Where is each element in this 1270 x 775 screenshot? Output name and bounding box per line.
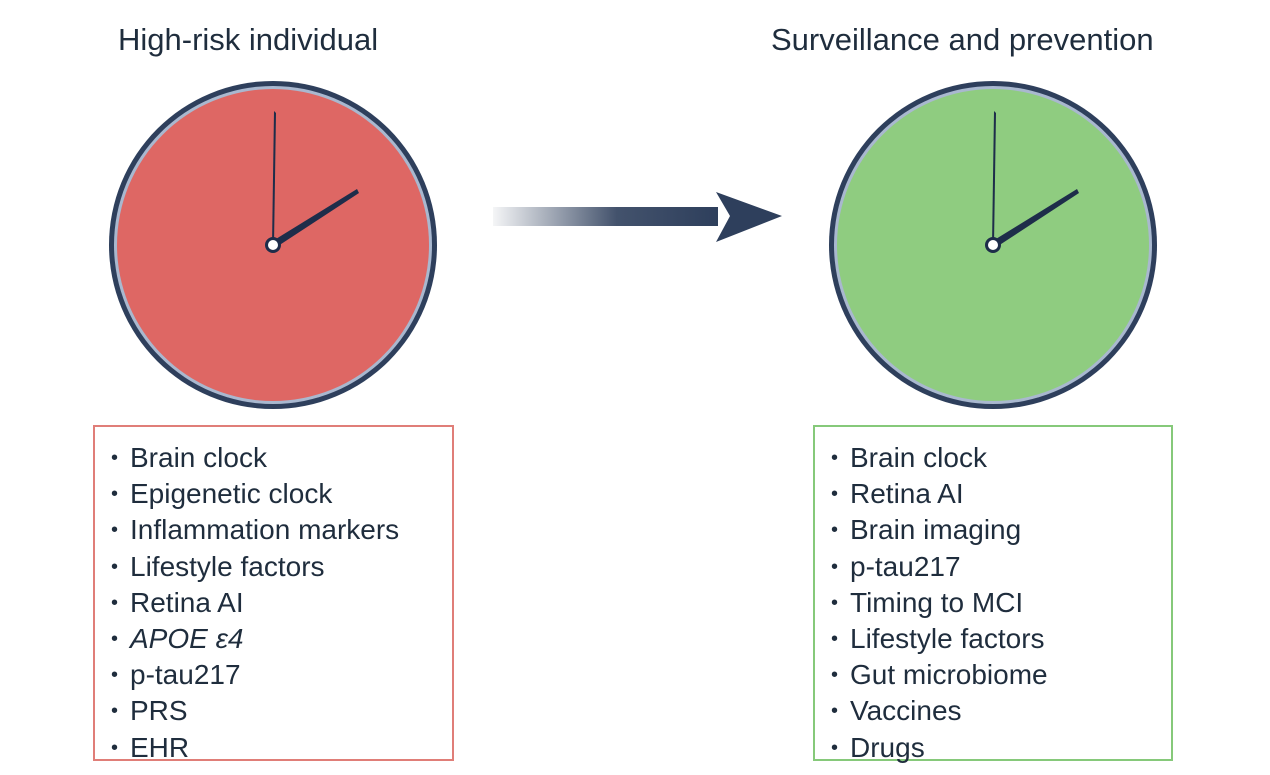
list-item: • Drugs bbox=[831, 730, 1171, 766]
arrow-head bbox=[716, 192, 782, 242]
list-item-text: Drugs bbox=[850, 731, 925, 763]
list-item: • Brain imaging bbox=[831, 512, 1171, 548]
list-item: • Retina AI bbox=[831, 476, 1171, 512]
right-panel-title: Surveillance and prevention bbox=[771, 22, 1154, 57]
list-item: • Inflammation markers bbox=[111, 512, 452, 548]
list-item: • Lifestyle factors bbox=[111, 549, 452, 585]
list-item-text: Lifestyle factors bbox=[850, 623, 1045, 655]
list-item: • APOE ε4 bbox=[111, 621, 452, 657]
list-item: • Retina AI bbox=[111, 585, 452, 621]
bullet: • bbox=[831, 555, 839, 578]
bullet: • bbox=[831, 483, 839, 506]
list-item-text: APOE ε4 bbox=[130, 623, 244, 655]
bullet: • bbox=[831, 700, 839, 723]
bullet: • bbox=[111, 483, 119, 506]
clock-hour-hand bbox=[271, 189, 359, 248]
bullet: • bbox=[111, 447, 119, 469]
high-risk-factors-box: • Brain clock • Epigenetic clock • Inflamma… bbox=[93, 425, 454, 763]
clock-hour-hand bbox=[991, 189, 1079, 248]
bullet: • bbox=[111, 700, 119, 723]
list-item: • EHR bbox=[111, 730, 452, 766]
bullet: • bbox=[831, 664, 839, 687]
bullet: • bbox=[111, 591, 119, 614]
bullet: • bbox=[831, 628, 839, 651]
list-item-text: Gut microbiome bbox=[850, 659, 1048, 691]
clock-icon-left bbox=[109, 81, 437, 409]
list-item: • Brain clock bbox=[831, 440, 1171, 476]
clock-icon-right bbox=[829, 81, 1157, 409]
high-risk-factors-list: • Brain clock • Epigenetic clock • Inflamma… bbox=[95, 427, 452, 766]
list-item: • p-tau217 bbox=[111, 657, 452, 693]
list-item: • p-tau217 bbox=[831, 549, 1171, 585]
clock-center-dot bbox=[268, 240, 278, 250]
bullet: • bbox=[831, 736, 839, 759]
list-item: • Timing to MCI bbox=[831, 585, 1171, 621]
list-item-text: Vaccines bbox=[850, 695, 962, 727]
list-item-text: Epigenetic clock bbox=[130, 478, 333, 510]
bullet: • bbox=[831, 519, 839, 542]
bullet: • bbox=[111, 664, 119, 687]
list-item-text: p-tau217 bbox=[130, 659, 241, 691]
clock-minute-hand bbox=[992, 111, 996, 245]
list-item-text: Inflammation markers bbox=[130, 514, 400, 546]
list-item-text: PRS bbox=[130, 695, 188, 727]
list-item-text: Lifestyle factors bbox=[130, 550, 325, 582]
bullet: • bbox=[111, 519, 119, 542]
list-item: • Lifestyle factors bbox=[831, 621, 1171, 657]
clock-center-dot bbox=[988, 240, 998, 250]
list-item: • Epigenetic clock bbox=[111, 476, 452, 512]
list-item: • Brain clock bbox=[111, 440, 452, 476]
list-item: • PRS bbox=[111, 693, 452, 729]
list-item-text: EHR bbox=[130, 731, 190, 763]
list-item-text: Brain clock bbox=[850, 442, 987, 473]
list-item-text: Brain imaging bbox=[850, 514, 1022, 546]
left-panel-title: High-risk individual bbox=[118, 22, 379, 57]
list-item-text: Brain clock bbox=[130, 442, 267, 473]
bullet: • bbox=[111, 555, 119, 578]
bullet: • bbox=[111, 628, 119, 651]
bullet: • bbox=[831, 591, 839, 614]
clock-minute-hand bbox=[272, 111, 276, 245]
list-item-text: Timing to MCI bbox=[850, 586, 1024, 618]
bullet: • bbox=[111, 736, 119, 759]
prevention-measures-list: • Brain clock • Retina AI • Brain imaging •… bbox=[815, 427, 1171, 766]
list-item-text: Retina AI bbox=[850, 478, 964, 510]
arrow-right-icon bbox=[493, 192, 782, 242]
arrow-shaft bbox=[493, 207, 718, 226]
list-item: • Vaccines bbox=[831, 693, 1171, 729]
list-item: • Gut microbiome bbox=[831, 657, 1171, 693]
list-item-text: Retina AI bbox=[130, 586, 244, 618]
list-item-text: p-tau217 bbox=[850, 550, 961, 582]
prevention-measures-box: • Brain clock • Retina AI • Brain imaging •… bbox=[813, 425, 1173, 763]
bullet: • bbox=[831, 447, 839, 469]
